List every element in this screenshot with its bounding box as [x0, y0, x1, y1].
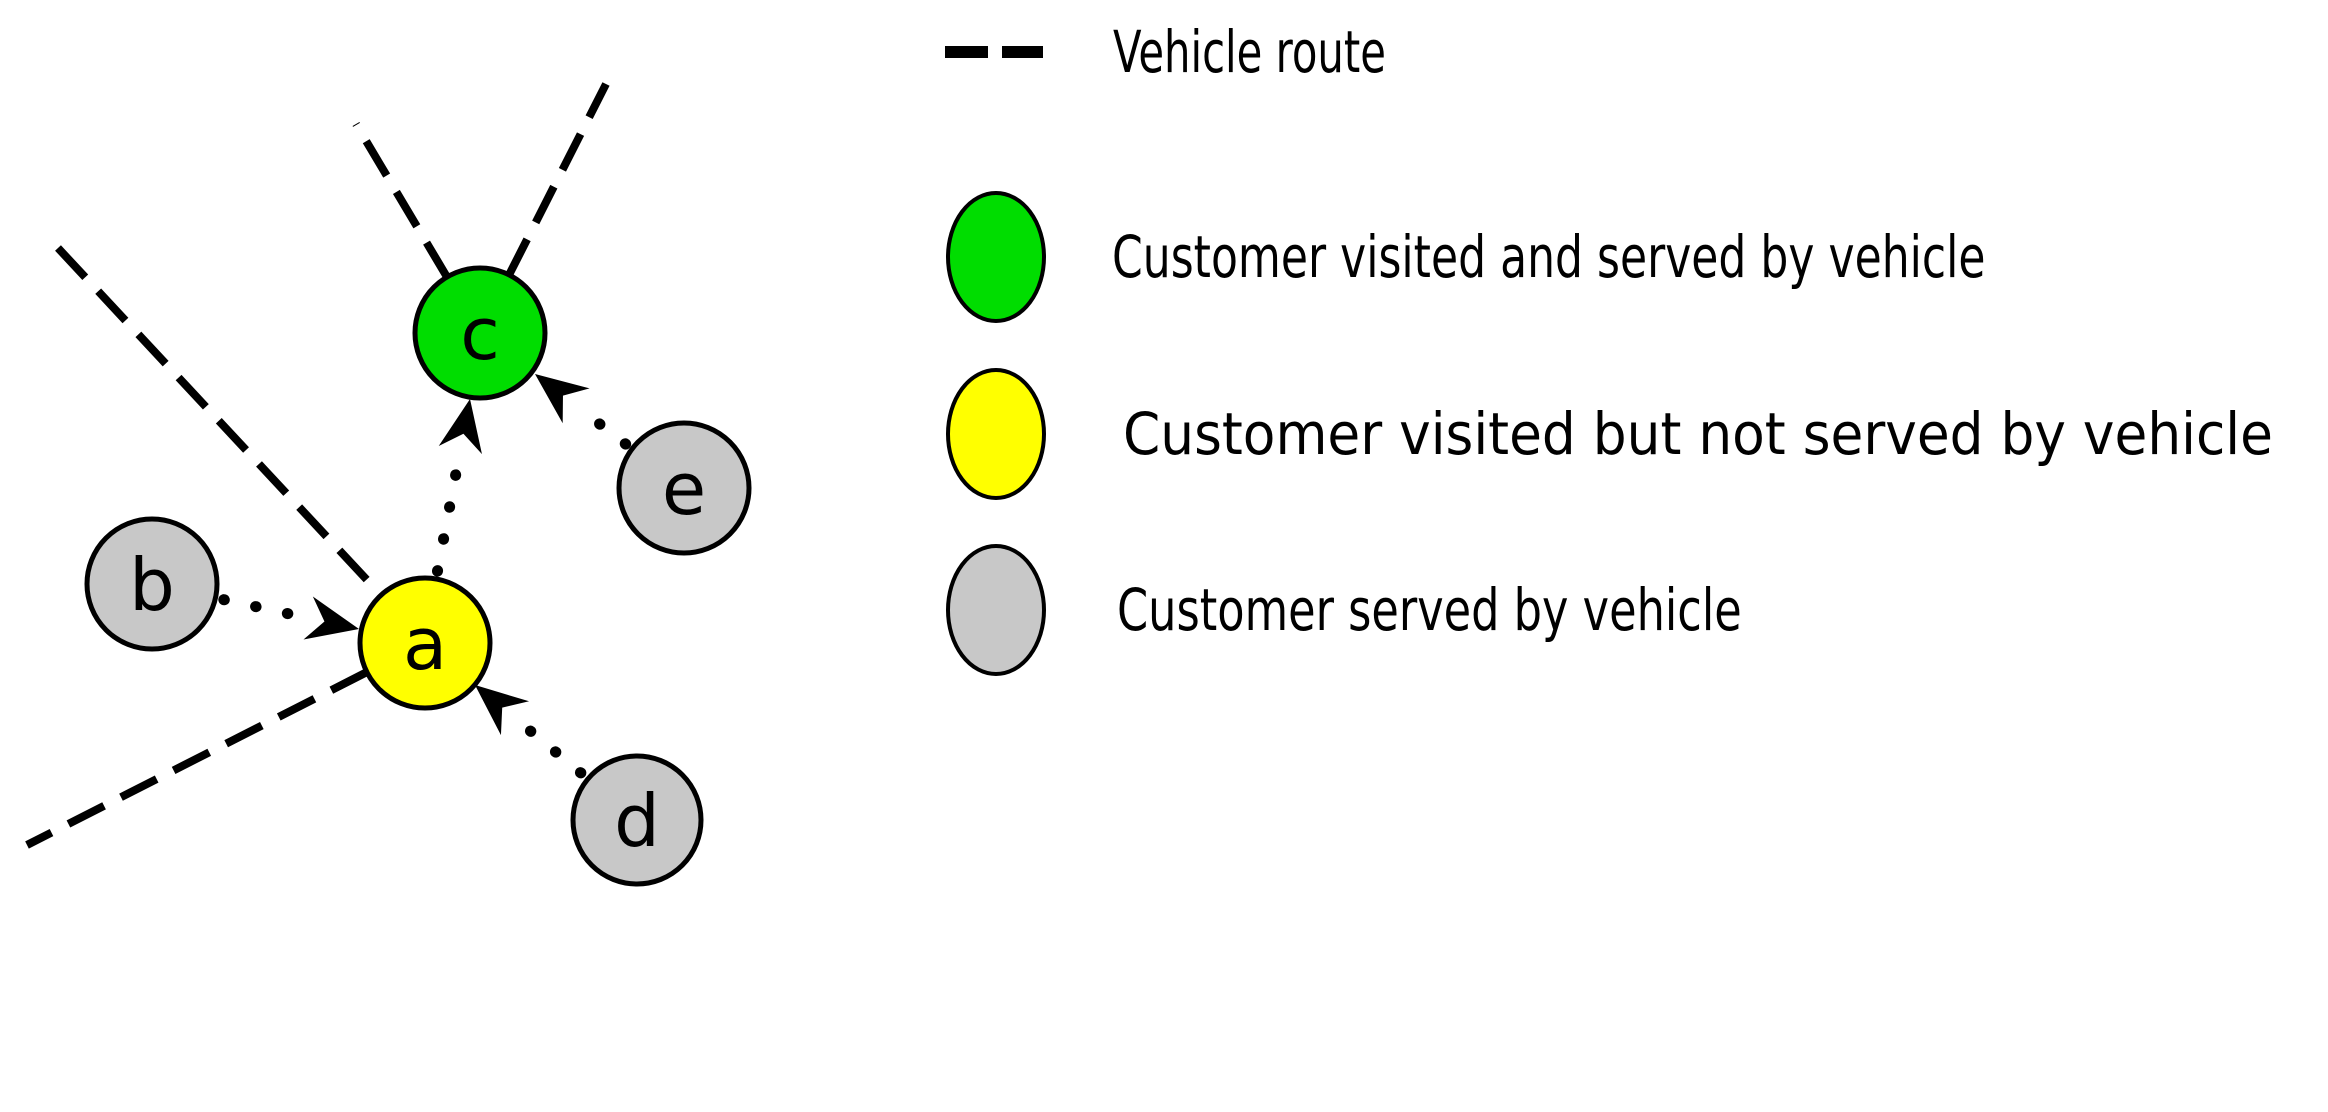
node-e: [616, 420, 752, 556]
node-label-a: a: [403, 602, 447, 686]
arrowhead-d-a: [475, 685, 530, 736]
vehicle-route-line: [352, 121, 451, 280]
legend-label-visited-not-served: Customer visited but not served by vehic…: [1123, 400, 2273, 468]
vehicle-route-line: [55, 245, 384, 598]
green-circle-icon: [946, 191, 1046, 323]
node-label-c: c: [460, 292, 500, 376]
yellow-circle-icon: [946, 368, 1046, 500]
dash-segment: [1002, 46, 1043, 58]
node-label-d: d: [614, 779, 660, 863]
legend-marker-visited-and-served-icon: [946, 191, 1046, 323]
dotted-arrow-b-a: [218, 594, 308, 623]
node-d: [570, 753, 704, 887]
arrowhead-a-c: [438, 399, 482, 455]
legend-label-visited-and-served: Customer visited and served by vehicle: [1112, 223, 1986, 291]
legend-label-served: Customer served by vehicle: [1117, 576, 1742, 644]
arrowhead-e-c: [535, 374, 590, 424]
node-b: [84, 516, 220, 652]
dotted-arrow-d-a: [514, 716, 587, 779]
dash-segment: [945, 46, 988, 58]
arrowhead-b-a: [303, 596, 359, 640]
vehicle-route-line: [25, 668, 369, 849]
vehicle-route-line: [505, 82, 610, 277]
node-a: [357, 575, 493, 711]
node-c: [412, 265, 548, 401]
legend-label-vehicle-route: Vehicle route: [1113, 18, 1386, 86]
vehicle-route-dash-icon: [945, 46, 1043, 58]
dotted-arrow-a-c: [431, 450, 465, 577]
legend-marker-served-icon: [946, 544, 1046, 676]
node-label-e: e: [662, 447, 706, 531]
node-label-b: b: [129, 543, 175, 627]
dotted-arrow-e-c: [575, 403, 632, 450]
legend-marker-visited-not-served-icon: [946, 368, 1046, 500]
gray-circle-icon: [946, 544, 1046, 676]
